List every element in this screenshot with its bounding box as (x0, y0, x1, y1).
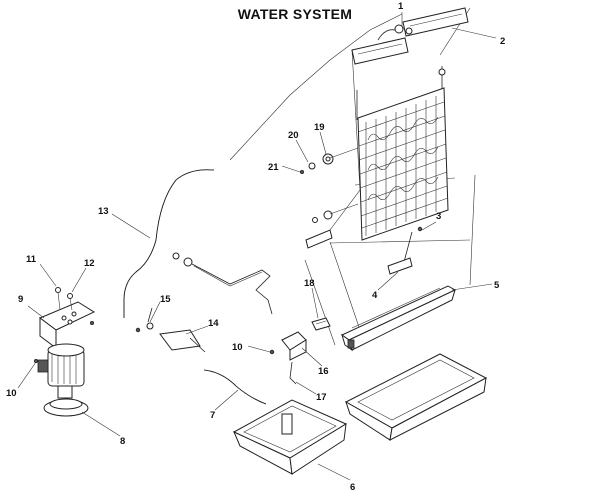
water-valve (269, 331, 307, 385)
water-distributor (351, 7, 469, 120)
callout-10-valve: 10 (232, 342, 243, 353)
callout-20: 20 (288, 130, 299, 141)
diagram-title: WATER SYSTEM (237, 6, 353, 22)
callout-leaders (17, 12, 497, 481)
evaporator-plate (357, 87, 449, 241)
pump-bracket (39, 287, 96, 349)
callout-10-pump: 10 (6, 388, 17, 399)
drain-hose (203, 369, 267, 405)
water-pump (34, 343, 89, 417)
ice-tray (344, 353, 488, 441)
evaporator-fasteners (299, 147, 359, 249)
callout-7: 7 (210, 410, 215, 421)
callout-8: 8 (120, 436, 125, 447)
callout-18: 18 (304, 278, 315, 289)
callout-15: 15 (160, 294, 171, 305)
callout-9: 9 (18, 294, 23, 305)
callout-19: 19 (314, 122, 325, 133)
reservoir (232, 399, 348, 475)
water-tube (123, 169, 215, 318)
pump-hose (135, 307, 206, 353)
fitting-tube (172, 252, 273, 315)
callout-1: 1 (398, 1, 404, 12)
callout-6: 6 (350, 482, 355, 491)
callout-3: 3 (436, 211, 441, 222)
callout-2: 2 (500, 36, 505, 47)
water-curtain (387, 226, 423, 275)
water-trough (341, 285, 457, 352)
callout-12: 12 (84, 258, 95, 269)
callout-4: 4 (372, 290, 378, 301)
callout-21: 21 (268, 162, 279, 173)
callout-5: 5 (494, 280, 500, 291)
callout-11: 11 (26, 254, 37, 265)
callout-labels: 1 2 3 4 5 6 7 8 9 10 10 11 12 13 14 15 1… (6, 1, 505, 491)
callout-17: 17 (316, 392, 327, 403)
callout-16: 16 (318, 366, 329, 377)
callout-14: 14 (208, 318, 219, 329)
float-switch (311, 317, 331, 331)
callout-13: 13 (98, 206, 109, 217)
